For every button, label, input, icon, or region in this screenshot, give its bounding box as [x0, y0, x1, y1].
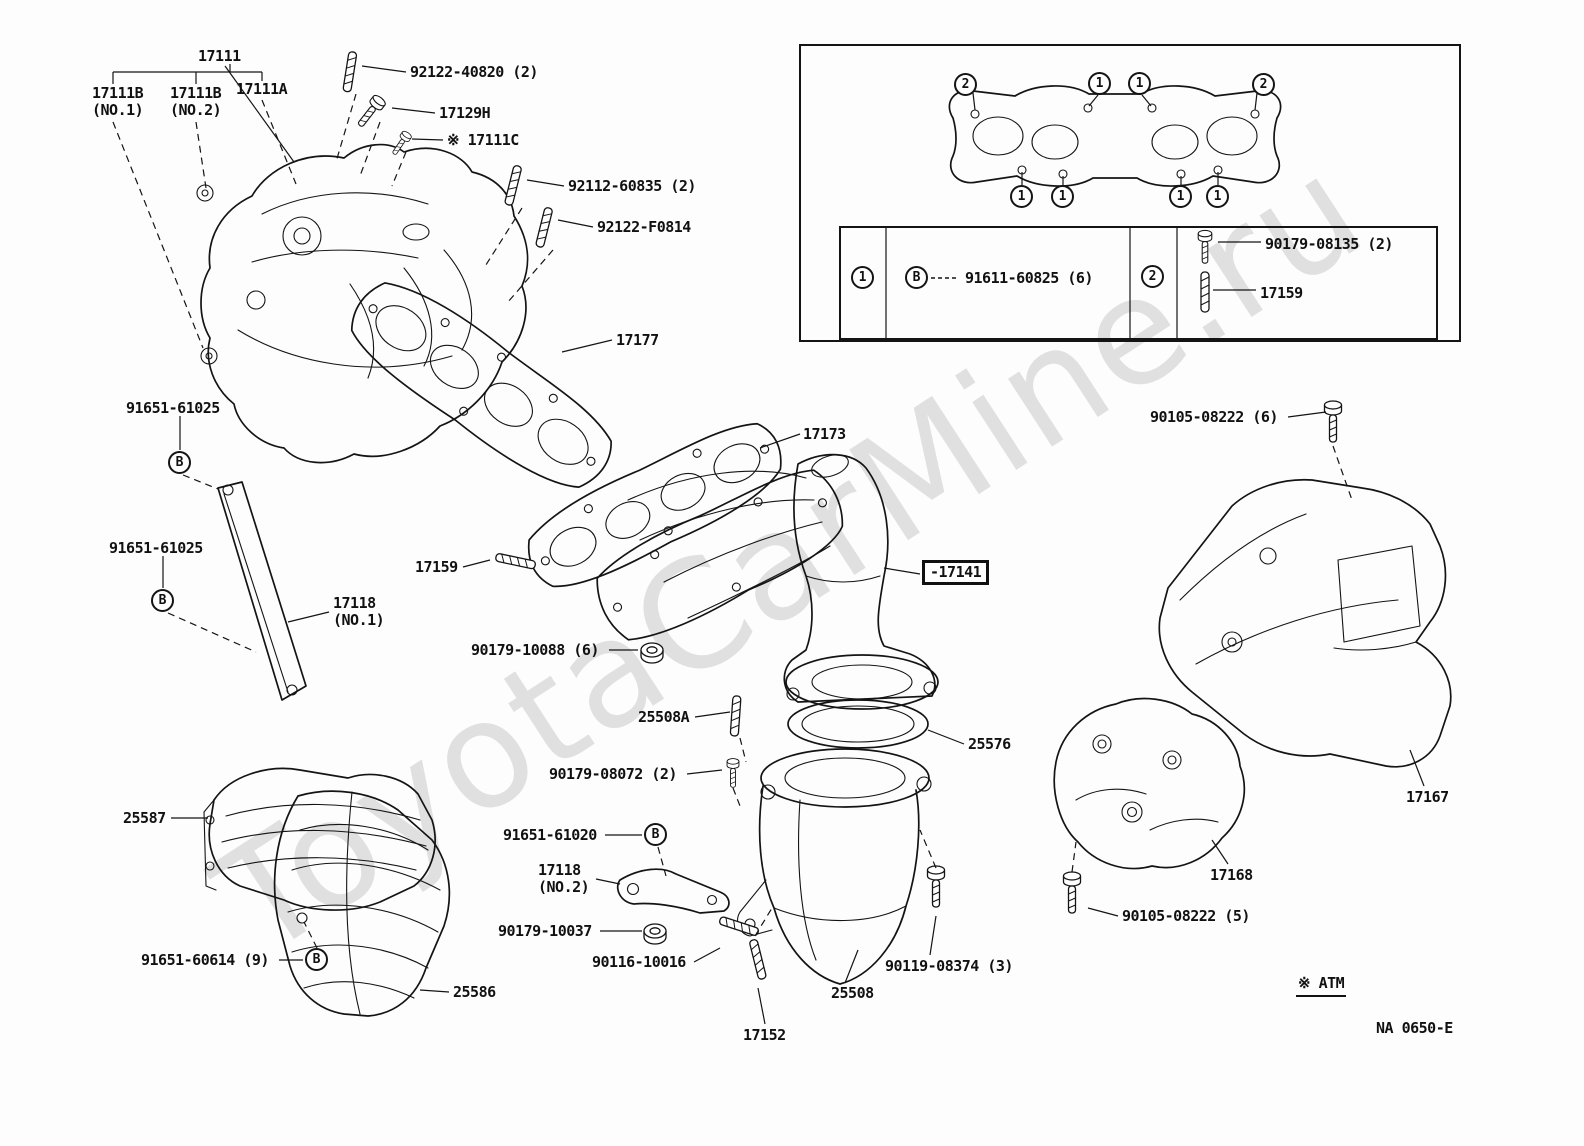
seal-ring-drawing	[787, 699, 929, 749]
part-label-91651-60614[interactable]: 91651-60614 (9)	[141, 951, 269, 969]
callout-1: 1	[851, 266, 874, 289]
leader-lines	[112, 64, 1425, 1025]
part-label-90105-08222-6[interactable]: 90105-08222 (6)	[1150, 408, 1278, 426]
callout-1: 1	[1088, 72, 1111, 95]
inset-callout-leaders	[931, 92, 1261, 313]
part-number: 17118	[333, 594, 376, 612]
exhaust-gasket-drawing	[527, 422, 782, 588]
part-label-17118-no2[interactable]: 17118 (NO.2)	[538, 861, 590, 896]
part-label-17111[interactable]: 17111	[198, 47, 241, 65]
callout-2: 2	[1141, 265, 1164, 288]
exhaust-manifold-drawing	[596, 453, 939, 710]
part-label-92112-60835[interactable]: 92112-60835 (2)	[568, 177, 696, 195]
part-label-17118-no1[interactable]: 17118 (NO.1)	[333, 594, 385, 629]
part-label-25508[interactable]: 25508	[831, 984, 874, 1002]
doc-code: NA 0650-E	[1376, 1019, 1453, 1037]
part-number-qualifier: (NO.1)	[92, 101, 144, 119]
callout-1: 1	[1051, 185, 1074, 208]
part-label-92122-f0814[interactable]: 92122-F0814	[597, 218, 691, 236]
part-number: 17111B	[92, 84, 144, 102]
manifold-cover-drawing	[1158, 478, 1452, 768]
inset-gasket-drawing	[948, 85, 1282, 187]
part-label-17111b-no2[interactable]: 17111B (NO.2)	[170, 84, 222, 119]
callout-b: B	[905, 266, 928, 289]
part-number-qualifier: (NO.1)	[333, 611, 385, 629]
callout-1: 1	[1128, 72, 1151, 95]
part-number-qualifier: (NO.2)	[170, 101, 222, 119]
callout-1: 1	[1010, 185, 1033, 208]
catalytic-converter-drawing	[737, 748, 932, 985]
part-label-17111b-no1[interactable]: 17111B (NO.1)	[92, 84, 144, 119]
atm-note: ※ ATM	[1296, 975, 1347, 997]
part-label-17173[interactable]: 17173	[803, 425, 846, 443]
inset-panel	[799, 44, 1461, 342]
part-label-91651-61025-a[interactable]: 91651-61025	[126, 399, 220, 417]
callout-b: B	[644, 823, 667, 846]
part-label-90116-10016[interactable]: 90116-10016	[592, 953, 686, 971]
callout-b: B	[305, 948, 328, 971]
part-number: 17111B	[170, 84, 222, 102]
callout-1: 1	[1206, 185, 1229, 208]
part-label-17141-highlighted[interactable]: -17141	[922, 560, 990, 585]
part-label-17177[interactable]: 17177	[616, 331, 659, 349]
assembly-dashed-lines	[112, 93, 1353, 949]
manifold-stay-drawing	[217, 481, 307, 701]
part-label-91651-61020[interactable]: 91651-61020	[503, 826, 597, 844]
part-label-91611-60825[interactable]: 91611-60825 (6)	[965, 269, 1093, 287]
part-label-90179-10088[interactable]: 90179-10088 (6)	[471, 641, 599, 659]
part-label-17152[interactable]: 17152	[743, 1026, 786, 1044]
part-label-17167[interactable]: 17167	[1406, 788, 1449, 806]
part-label-17159-inset[interactable]: 17159	[1260, 284, 1303, 302]
callout-2: 2	[1252, 73, 1275, 96]
callout-2: 2	[954, 73, 977, 96]
bracket-no2-drawing	[616, 868, 730, 914]
part-label-17111a[interactable]: 17111A	[236, 80, 288, 98]
part-label-90119-08374[interactable]: 90119-08374 (3)	[885, 957, 1013, 975]
callout-b: B	[168, 451, 191, 474]
part-label-25508a[interactable]: 25508A	[638, 708, 690, 726]
part-label-17159[interactable]: 17159	[415, 558, 458, 576]
part-label-17168[interactable]: 17168	[1210, 866, 1253, 884]
part-label-90179-10037[interactable]: 90179-10037	[498, 922, 592, 940]
part-label-17111c[interactable]: ※ 17111C	[447, 131, 519, 149]
intake-manifold-drawing	[196, 143, 529, 464]
callout-b: B	[151, 589, 174, 612]
part-label-91651-61025-b[interactable]: 91651-61025	[109, 539, 203, 557]
heat-shield-lower-drawing	[273, 790, 451, 1017]
part-label-90179-08072[interactable]: 90179-08072 (2)	[549, 765, 677, 783]
converter-bracket-drawing	[1053, 697, 1246, 870]
part-number-qualifier: (NO.2)	[538, 878, 590, 896]
part-label-25576[interactable]: 25576	[968, 735, 1011, 753]
heat-shield-upper-drawing	[203, 767, 436, 911]
part-number: 17118	[538, 861, 581, 879]
part-label-17129h[interactable]: 17129H	[439, 104, 491, 122]
part-label-90105-08222-5[interactable]: 90105-08222 (5)	[1122, 907, 1250, 925]
callout-1: 1	[1169, 185, 1192, 208]
part-label-25586[interactable]: 25586	[453, 983, 496, 1001]
part-label-90179-08135[interactable]: 90179-08135 (2)	[1265, 235, 1393, 253]
part-label-92122-40820[interactable]: 92122-40820 (2)	[410, 63, 538, 81]
part-label-25587[interactable]: 25587	[123, 809, 166, 827]
intake-gasket-drawing	[350, 282, 612, 488]
